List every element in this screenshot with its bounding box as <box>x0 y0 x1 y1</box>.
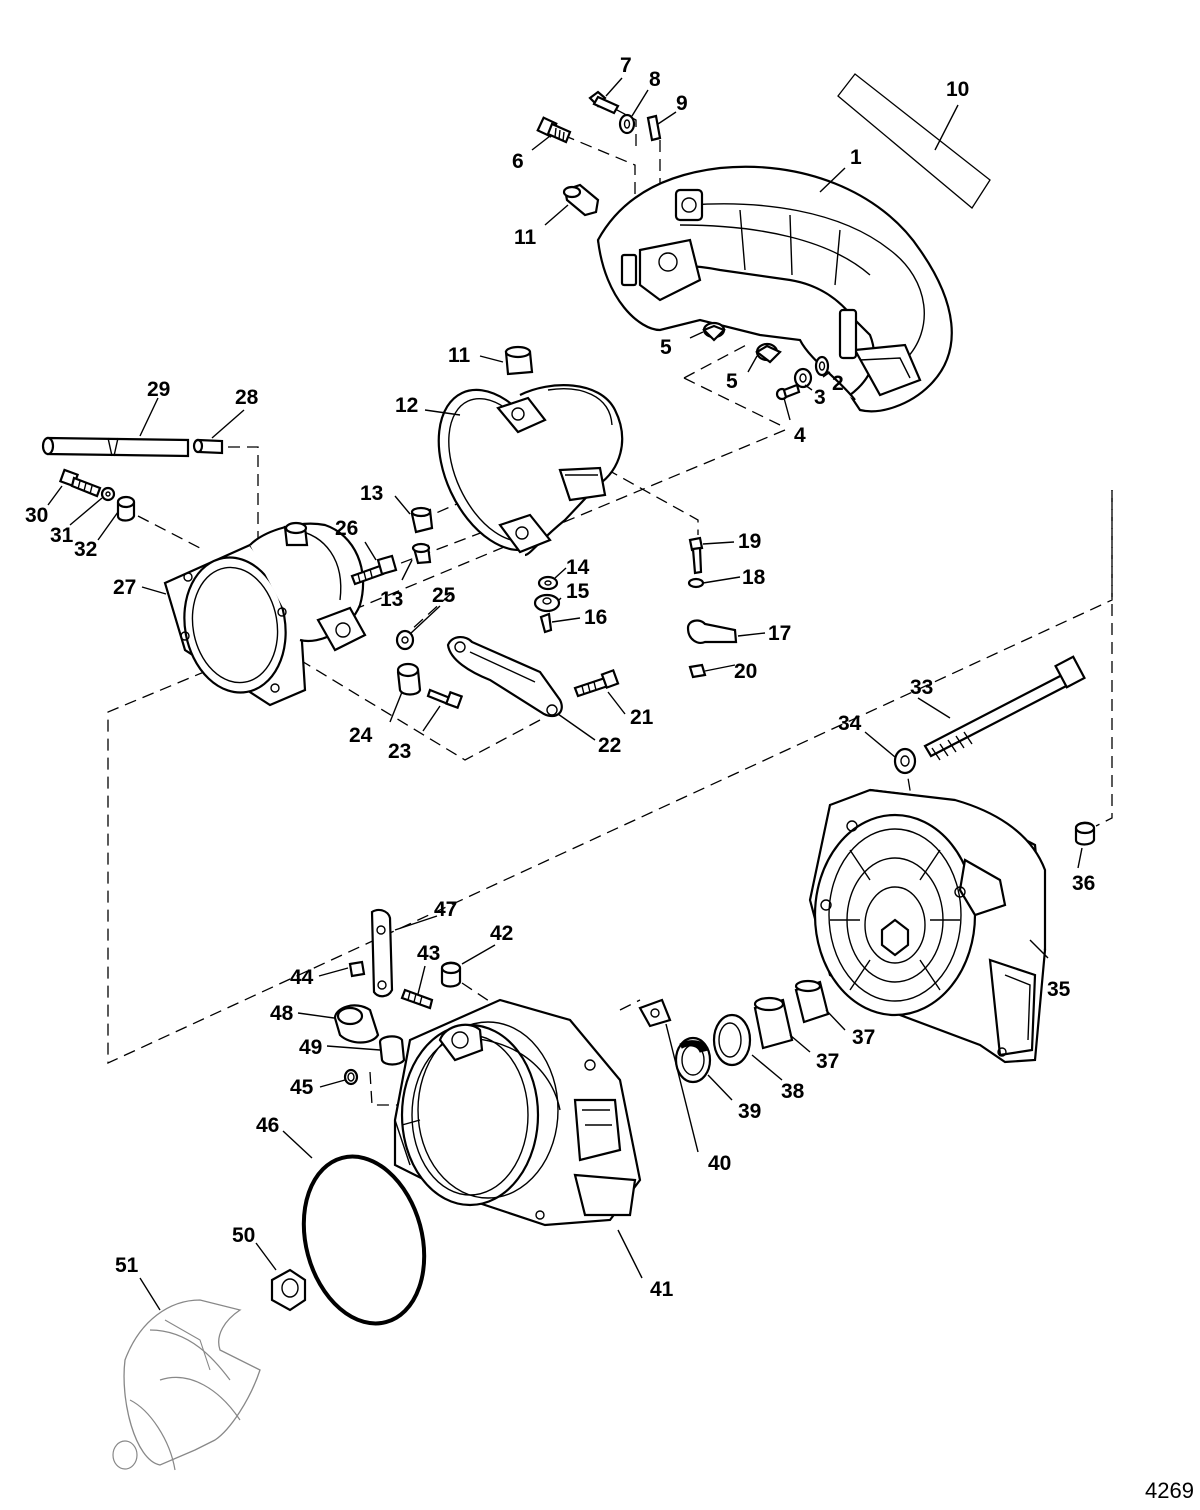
callout-4: 4 <box>794 424 806 447</box>
callout-28: 28 <box>235 386 259 409</box>
callout-1: 1 <box>850 146 862 169</box>
leader-lines <box>47 77 1083 1311</box>
callout-42: 42 <box>490 922 513 945</box>
callout-48: 48 <box>270 1002 294 1025</box>
callout-32: 32 <box>74 538 97 561</box>
figure-number: 4269 <box>1145 1478 1194 1503</box>
callout-11b: 11 <box>448 344 471 367</box>
washer-part-34 <box>893 747 917 775</box>
callout-38: 38 <box>781 1080 805 1103</box>
bolt-part-26 <box>350 554 398 586</box>
bearings-parts-37-39 <box>674 979 830 1084</box>
callout-23: 23 <box>388 740 411 763</box>
impeller-part-51 <box>112 1299 261 1471</box>
callout-30: 30 <box>25 504 48 527</box>
steering-ring-part-12 <box>437 345 624 557</box>
callout-11a: 11 <box>514 226 537 249</box>
hardware-14-16 <box>533 575 561 634</box>
pump-housing-part-35 <box>808 788 1047 1064</box>
callout-5b: 5 <box>726 370 738 393</box>
callout-37a: 37 <box>852 1026 875 1049</box>
callout-45: 45 <box>290 1076 314 1099</box>
callout-21: 21 <box>630 706 654 729</box>
hardware-30-32 <box>58 468 136 522</box>
callout-18: 18 <box>742 566 766 589</box>
callout-24: 24 <box>349 724 373 747</box>
callout-39: 39 <box>738 1100 761 1123</box>
callout-27: 27 <box>113 576 136 599</box>
decal-part-10 <box>837 73 991 209</box>
callout-47: 47 <box>434 898 457 921</box>
callout-8: 8 <box>649 68 661 91</box>
callout-10: 10 <box>946 78 969 101</box>
callout-20: 20 <box>734 660 757 683</box>
callout-31: 31 <box>50 524 74 547</box>
callout-33: 33 <box>910 676 933 699</box>
callout-46: 46 <box>256 1114 279 1137</box>
callout-19: 19 <box>738 530 761 553</box>
bushings-part-13 <box>410 506 434 565</box>
callout-17: 17 <box>768 622 791 645</box>
steering-lever-part-22 <box>446 636 620 718</box>
callout-40: 40 <box>708 1152 731 1175</box>
callout-14: 14 <box>566 556 590 579</box>
top-hardware <box>536 90 662 217</box>
callout-labels: 1 2 3 4 5 5 6 7 8 9 10 11 11 12 13 13 14… <box>25 54 1095 1301</box>
callout-35: 35 <box>1047 978 1071 1001</box>
callout-41: 41 <box>650 1278 674 1301</box>
callout-9: 9 <box>676 92 688 115</box>
callout-34: 34 <box>838 712 862 735</box>
callout-29: 29 <box>147 378 170 401</box>
callout-5a: 5 <box>660 336 672 359</box>
o-ring-part-46 <box>301 1154 427 1326</box>
steering-nozzle-part-1 <box>596 165 953 413</box>
callout-50: 50 <box>232 1224 255 1247</box>
nozzle-housing-part-27 <box>163 521 367 707</box>
callout-26: 26 <box>335 517 358 540</box>
nut-part-50 <box>270 1268 307 1312</box>
callout-13a: 13 <box>360 482 383 505</box>
callout-2: 2 <box>832 372 844 395</box>
impeller-housing-part-41 <box>393 998 642 1227</box>
callout-49: 49 <box>299 1036 322 1059</box>
plug-part-36 <box>1074 821 1096 846</box>
callout-3: 3 <box>814 386 826 409</box>
hardware-17-20 <box>686 536 738 679</box>
callout-22: 22 <box>598 734 621 757</box>
callout-6: 6 <box>512 150 524 173</box>
callout-36: 36 <box>1072 872 1095 895</box>
callout-43: 43 <box>417 942 440 965</box>
long-bolt-part-33 <box>923 655 1086 761</box>
callout-15: 15 <box>566 580 590 603</box>
callout-44: 44 <box>290 966 314 989</box>
small-parts-42-49 <box>333 908 462 1086</box>
pivot-hardware <box>702 321 830 401</box>
callout-16: 16 <box>584 606 607 629</box>
callout-13b: 13 <box>380 588 403 611</box>
clip-part-40 <box>638 998 672 1028</box>
callout-37b: 37 <box>816 1050 839 1073</box>
tube-part-29 <box>41 436 224 458</box>
callout-12: 12 <box>395 394 418 417</box>
callout-7: 7 <box>620 54 632 77</box>
hardware-23-25 <box>395 629 464 710</box>
callout-25: 25 <box>432 584 456 607</box>
callout-51: 51 <box>115 1254 139 1277</box>
